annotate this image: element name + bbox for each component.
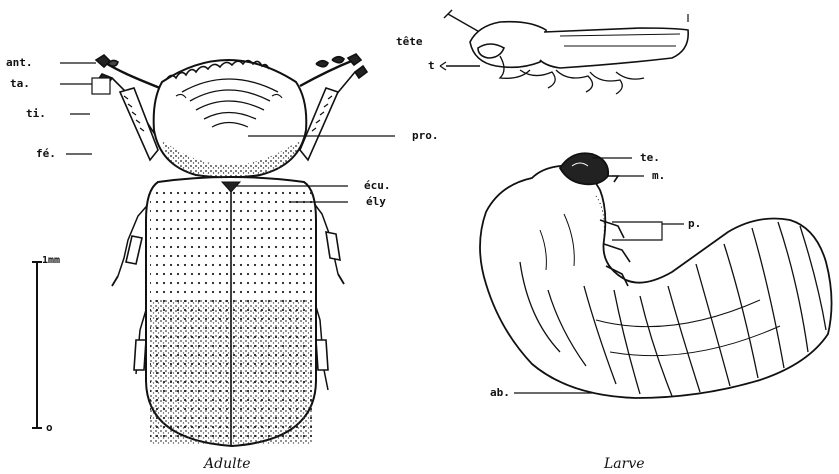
label-t: t (428, 60, 435, 72)
antenna-right (300, 54, 361, 86)
larva (480, 153, 832, 398)
scale-label-top: 1mm (42, 255, 60, 267)
label-scutellum: écu. (364, 180, 391, 192)
label-abdomen: ab. (490, 387, 510, 399)
pronotum (154, 60, 307, 179)
label-pronotum: pro. (412, 130, 439, 142)
leader-legs-bracket (612, 222, 662, 240)
label-tibia: ti. (26, 108, 46, 120)
adult-beetle (92, 54, 367, 446)
label-tarsus: ta. (10, 78, 30, 90)
label-elytra: ély (366, 196, 386, 208)
caption-adult: Adulte (204, 456, 250, 472)
hind-leg-left (134, 310, 146, 374)
larva-body (480, 166, 832, 398)
label-antenna: ant. (6, 57, 33, 69)
label-mandible: m. (652, 170, 665, 182)
scale-label-bottom: o (46, 422, 53, 434)
label-legs: p. (688, 218, 701, 230)
caption-larva: Larve (604, 456, 645, 472)
label-tete: tête (396, 36, 423, 48)
label-head: te. (640, 152, 660, 164)
head-detail (440, 10, 688, 94)
scale-bar (32, 262, 42, 428)
label-femur: fé. (36, 148, 56, 160)
elytra (146, 177, 316, 446)
